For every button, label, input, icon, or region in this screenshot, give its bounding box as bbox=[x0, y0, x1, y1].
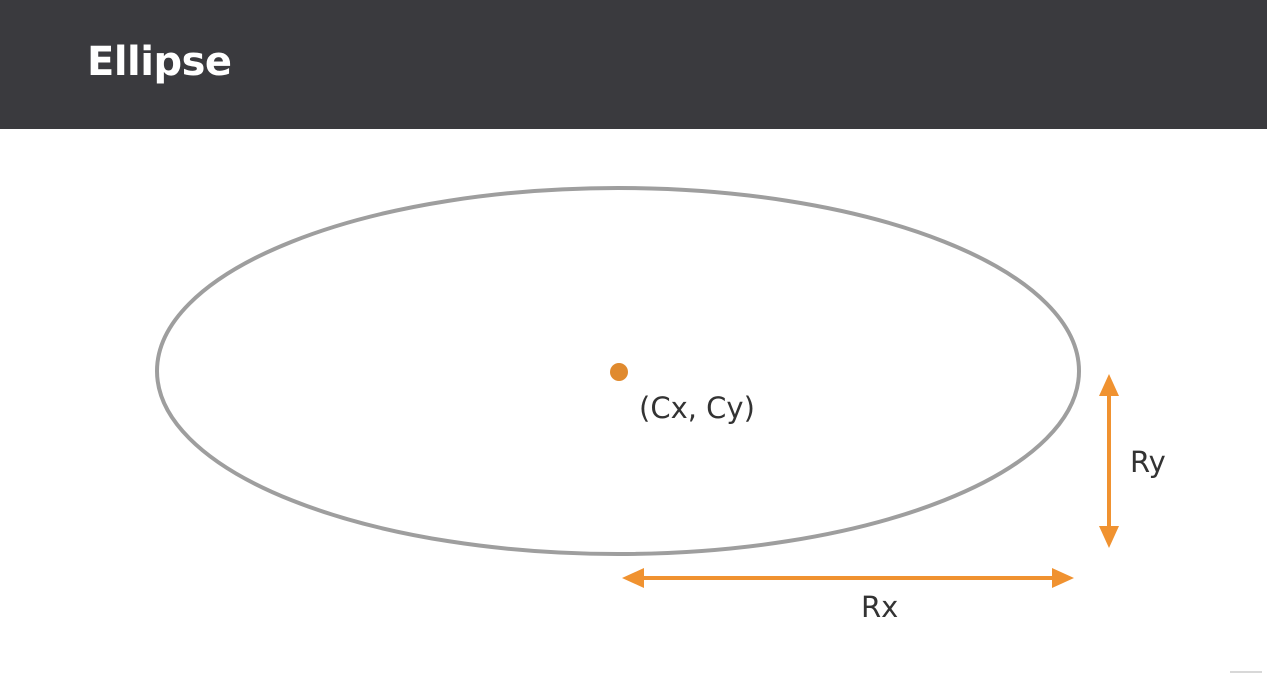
ry-label: Ry bbox=[1130, 445, 1166, 479]
center-point bbox=[610, 363, 628, 381]
rx-arrow bbox=[622, 568, 1074, 588]
header-bar: Ellipse bbox=[0, 0, 1267, 129]
slide-title: Ellipse bbox=[87, 39, 232, 85]
rx-label: Rx bbox=[861, 590, 898, 624]
ry-arrowhead-top bbox=[1099, 374, 1119, 396]
ry-arrowhead-bottom bbox=[1099, 526, 1119, 548]
center-label: (Cx, Cy) bbox=[639, 391, 755, 425]
rx-arrowhead-right bbox=[1052, 568, 1074, 588]
ellipse-shape bbox=[155, 186, 1081, 556]
rx-arrowhead-left bbox=[622, 568, 644, 588]
ry-arrow bbox=[1099, 374, 1119, 548]
